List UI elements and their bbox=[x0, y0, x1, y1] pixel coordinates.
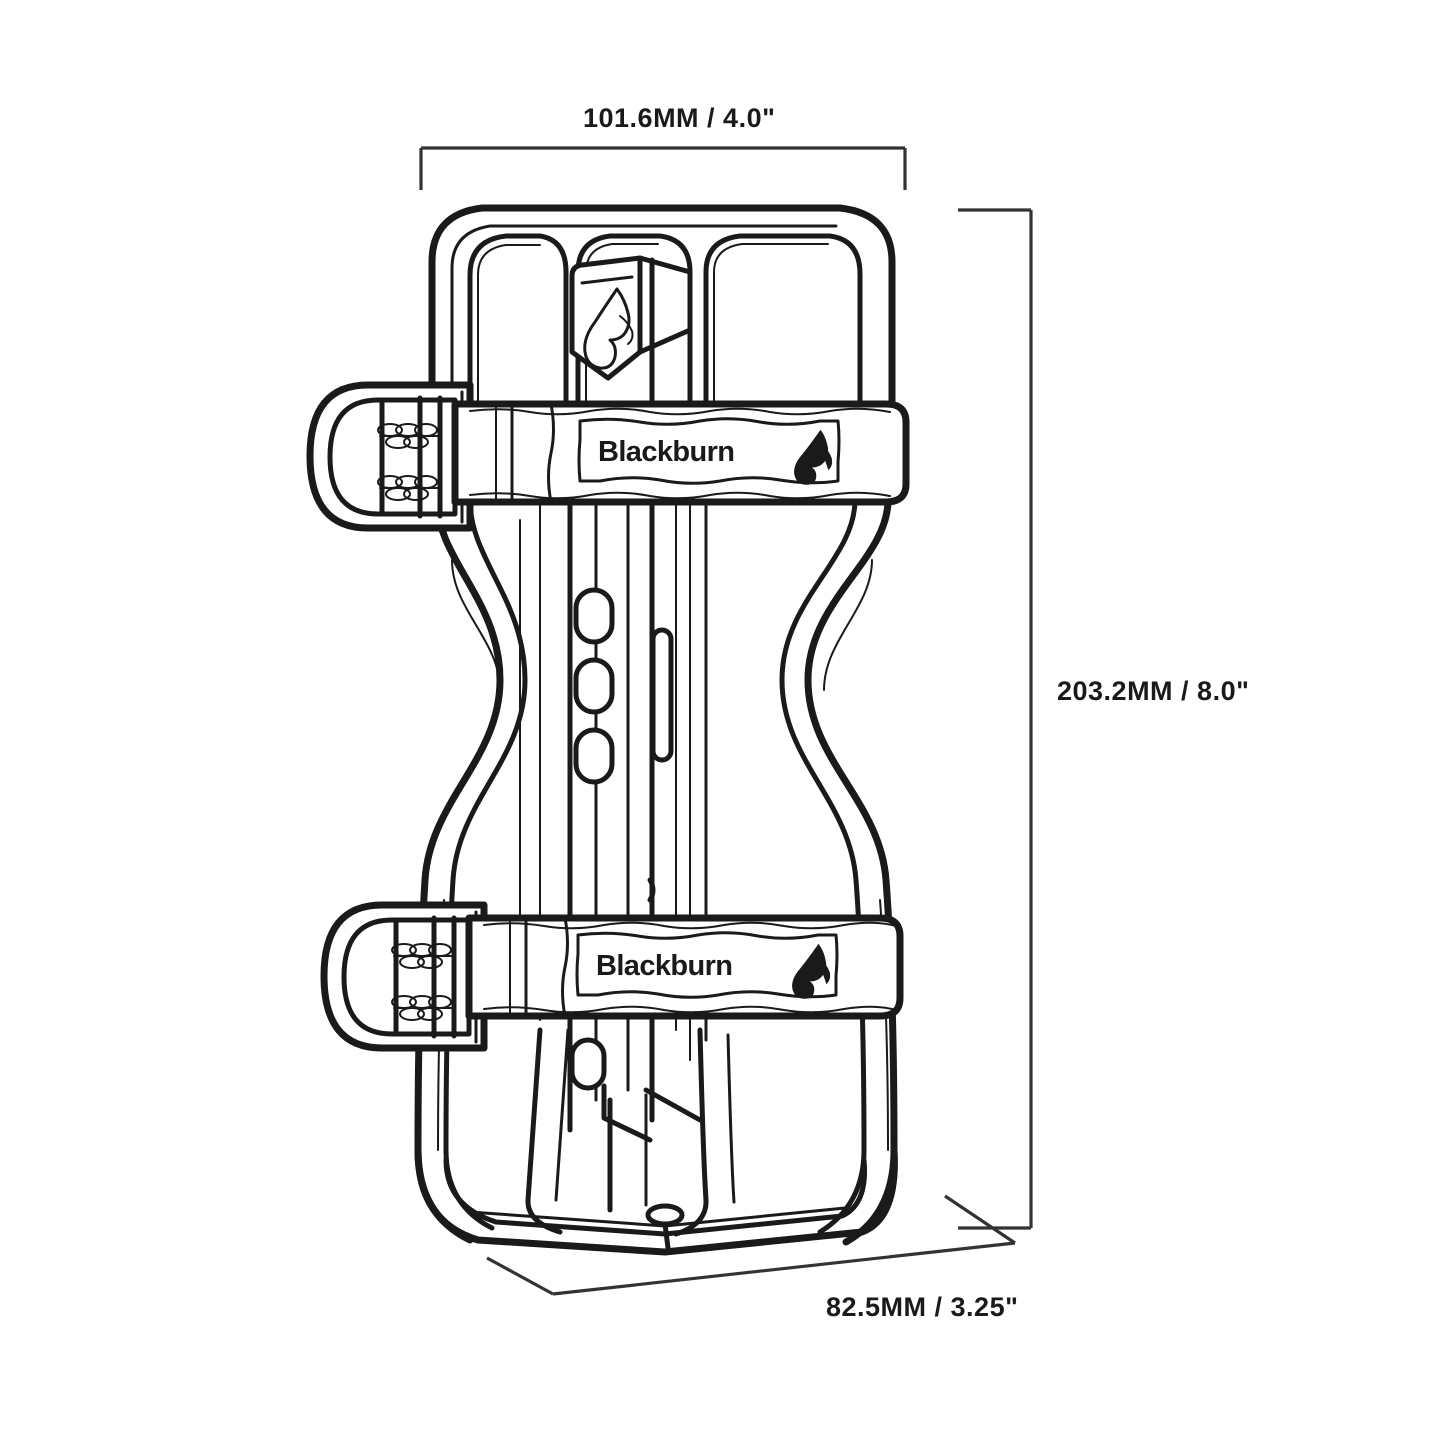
flame-icon bbox=[583, 287, 634, 370]
dimension-height-line bbox=[958, 208, 1033, 1230]
flame-logo-upper bbox=[794, 429, 833, 485]
mounting-slot bbox=[573, 727, 615, 785]
strap-tail-upper bbox=[495, 402, 514, 504]
brand-label-upper: Blackburn bbox=[577, 417, 841, 485]
buckle-webbing-texture-lower bbox=[391, 943, 455, 1021]
dimension-label-width: 101.6MM / 4.0" bbox=[583, 103, 776, 133]
dimension-width-line bbox=[419, 146, 907, 190]
dimension-depth-line bbox=[486, 1194, 1016, 1296]
brand-wordmark-lower: Blackburn bbox=[596, 950, 732, 982]
badge-shoulder-lower bbox=[637, 327, 693, 355]
cage-inner-detail-lines bbox=[519, 428, 708, 1143]
strap-tail-lower bbox=[509, 916, 528, 1018]
brand-wordmark-upper: Blackburn bbox=[598, 436, 734, 468]
cage-base bbox=[414, 1146, 898, 1256]
cage-top-hoop bbox=[428, 204, 896, 424]
base-joint bbox=[645, 1203, 685, 1227]
mounting-slot bbox=[573, 657, 615, 715]
cage-side-rails bbox=[414, 496, 898, 1246]
bottle-cage-illustration: Blackburn bbox=[306, 204, 910, 1256]
flame-logo-lower bbox=[792, 943, 831, 999]
mounting-slot bbox=[573, 587, 615, 645]
brand-label-lower: Blackburn bbox=[575, 931, 839, 999]
adjustment-slot bbox=[650, 627, 674, 763]
dimension-label-height: 203.2MM / 8.0" bbox=[1057, 676, 1250, 706]
buckle-webbing-texture bbox=[377, 423, 441, 501]
mounting-slots bbox=[569, 587, 674, 1091]
strap-upper: Blackburn bbox=[306, 381, 910, 532]
mounting-slot-lower bbox=[569, 1037, 607, 1091]
flame-badge bbox=[569, 255, 643, 381]
dimension-label-depth: 82.5MM / 3.25" bbox=[826, 1292, 1019, 1322]
strap-lower: Blackburn bbox=[320, 901, 904, 1052]
buckle-lower bbox=[320, 901, 488, 1052]
badge-shoulder bbox=[637, 255, 693, 275]
buckle-upper bbox=[306, 381, 474, 532]
